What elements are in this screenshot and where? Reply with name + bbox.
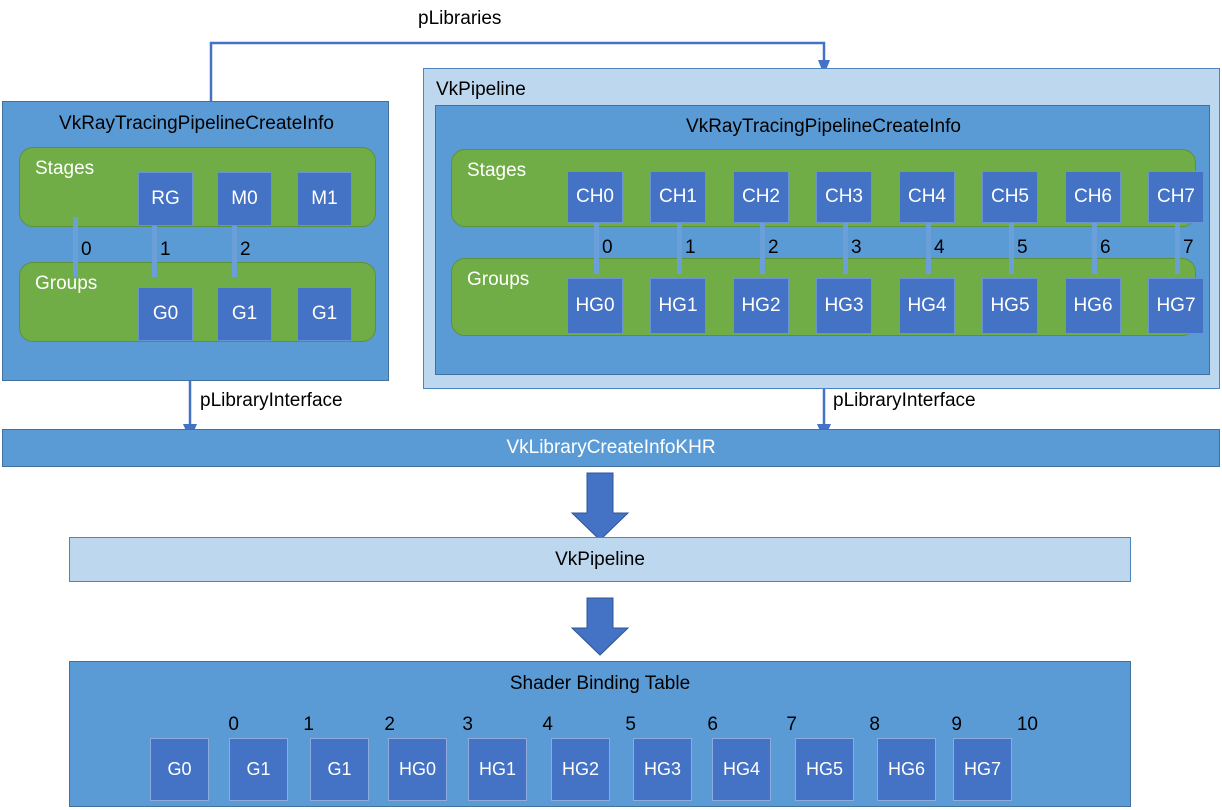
left-index-1: 1	[160, 239, 171, 260]
left-stage-box-0: RG	[138, 172, 193, 226]
right-connector-1	[677, 218, 682, 274]
right-stage-box-4: CH4	[899, 171, 955, 223]
right-stages-label: Stages	[467, 160, 527, 181]
sbt-entry-1: G1	[229, 738, 288, 801]
right-index-5: 5	[1017, 237, 1028, 258]
right-index-1: 1	[685, 237, 696, 258]
vkpipeline-bar: VkPipeline	[69, 537, 1131, 582]
sbt-index-5: 5	[625, 714, 636, 735]
right-group-box-1: HG1	[650, 278, 706, 334]
sbt-entry-7: HG4	[712, 738, 771, 801]
sbt-index-3: 3	[462, 714, 473, 735]
sbt-index-10: 10	[1016, 714, 1038, 735]
vkpipeline-outer-frame: VkPipeline VkRayTracingPipelineCreateInf…	[423, 68, 1220, 389]
vkpipeline-outer-title: VkPipeline	[436, 79, 526, 100]
right-index-6: 6	[1100, 237, 1111, 258]
left-stage-box-1: M0	[217, 172, 272, 226]
sbt-index-7: 7	[786, 714, 797, 735]
left-groups-label: Groups	[35, 273, 98, 294]
right-stage-box-6: CH6	[1065, 171, 1121, 223]
sbt-entry-3: HG0	[388, 738, 447, 801]
right-connector-7	[1175, 218, 1180, 274]
sbt-entry-2: G1	[310, 738, 369, 801]
left-group-box-1: G1	[217, 287, 272, 341]
right-index-2: 2	[768, 237, 779, 258]
library-create-info-bar: VkLibraryCreateInfoKHR	[2, 429, 1220, 467]
right-connector-5	[1009, 218, 1014, 274]
sbt-index-1: 1	[303, 714, 314, 735]
sbt-entry-9: HG6	[877, 738, 936, 801]
left-index-0: 0	[81, 239, 92, 260]
right-group-box-4: HG4	[899, 278, 955, 334]
left-connector-0	[73, 217, 78, 277]
sbt-index-8: 8	[869, 714, 880, 735]
sbt-entry-4: HG1	[468, 738, 527, 801]
right-stage-box-2: CH2	[733, 171, 789, 223]
right-stage-box-3: CH3	[816, 171, 872, 223]
left-connector-2	[232, 217, 237, 277]
sbt-entry-6: HG3	[633, 738, 692, 801]
right-group-box-3: HG3	[816, 278, 872, 334]
left-library-interface-label: pLibraryInterface	[200, 390, 343, 411]
sbt-index-9: 9	[951, 714, 962, 735]
right-group-box-7: HG7	[1148, 278, 1204, 334]
right-connector-3	[843, 218, 848, 274]
right-stage-box-5: CH5	[982, 171, 1038, 223]
sbt-index-4: 4	[542, 714, 553, 735]
right-connector-6	[1092, 218, 1097, 274]
plibraries-label: pLibraries	[418, 8, 502, 29]
right-stage-box-0: CH0	[567, 171, 623, 223]
left-group-box-2: G1	[297, 287, 352, 341]
right-groups-label: Groups	[467, 269, 530, 290]
right-index-4: 4	[934, 237, 945, 258]
block-arrow-down-2	[570, 597, 630, 656]
left-stages-label: Stages	[35, 158, 95, 179]
right-index-3: 3	[851, 237, 862, 258]
right-connector-2	[760, 218, 765, 274]
block-arrow-down-1	[570, 472, 630, 541]
right-library-interface-label: pLibraryInterface	[833, 390, 976, 411]
shader-binding-table-panel: Shader Binding Table 0 1 2 3 4 5 6 7 8 9…	[69, 661, 1131, 807]
right-group-box-5: HG5	[982, 278, 1038, 334]
sbt-index-2: 2	[384, 714, 395, 735]
right-group-box-6: HG6	[1065, 278, 1121, 334]
right-group-box-0: HG0	[567, 278, 623, 334]
left-stage-box-2: M1	[297, 172, 352, 226]
sbt-entry-8: HG5	[795, 738, 854, 801]
left-connector-1	[152, 217, 157, 277]
left-group-box-0: G0	[138, 287, 193, 341]
right-stage-box-7: CH7	[1148, 171, 1204, 223]
right-group-box-2: HG2	[733, 278, 789, 334]
right-create-info-panel: VkRayTracingPipelineCreateInfo Stages Gr…	[435, 105, 1210, 375]
sbt-entry-10: HG7	[953, 738, 1012, 801]
left-panel-title: VkRayTracingPipelineCreateInfo	[59, 113, 334, 134]
sbt-index-6: 6	[707, 714, 718, 735]
left-create-info-panel: VkRayTracingPipelineCreateInfo Stages Gr…	[2, 101, 389, 381]
right-connector-4	[926, 218, 931, 274]
right-panel-title: VkRayTracingPipelineCreateInfo	[686, 116, 961, 137]
sbt-entry-0: G0	[150, 738, 209, 801]
sbt-entry-5: HG2	[551, 738, 610, 801]
right-index-0: 0	[602, 237, 613, 258]
right-connector-0	[594, 218, 599, 274]
shader-binding-table-title: Shader Binding Table	[509, 673, 691, 694]
right-stage-box-1: CH1	[650, 171, 706, 223]
left-index-2: 2	[240, 239, 251, 260]
right-index-7: 7	[1183, 237, 1194, 258]
sbt-index-0: 0	[228, 714, 239, 735]
